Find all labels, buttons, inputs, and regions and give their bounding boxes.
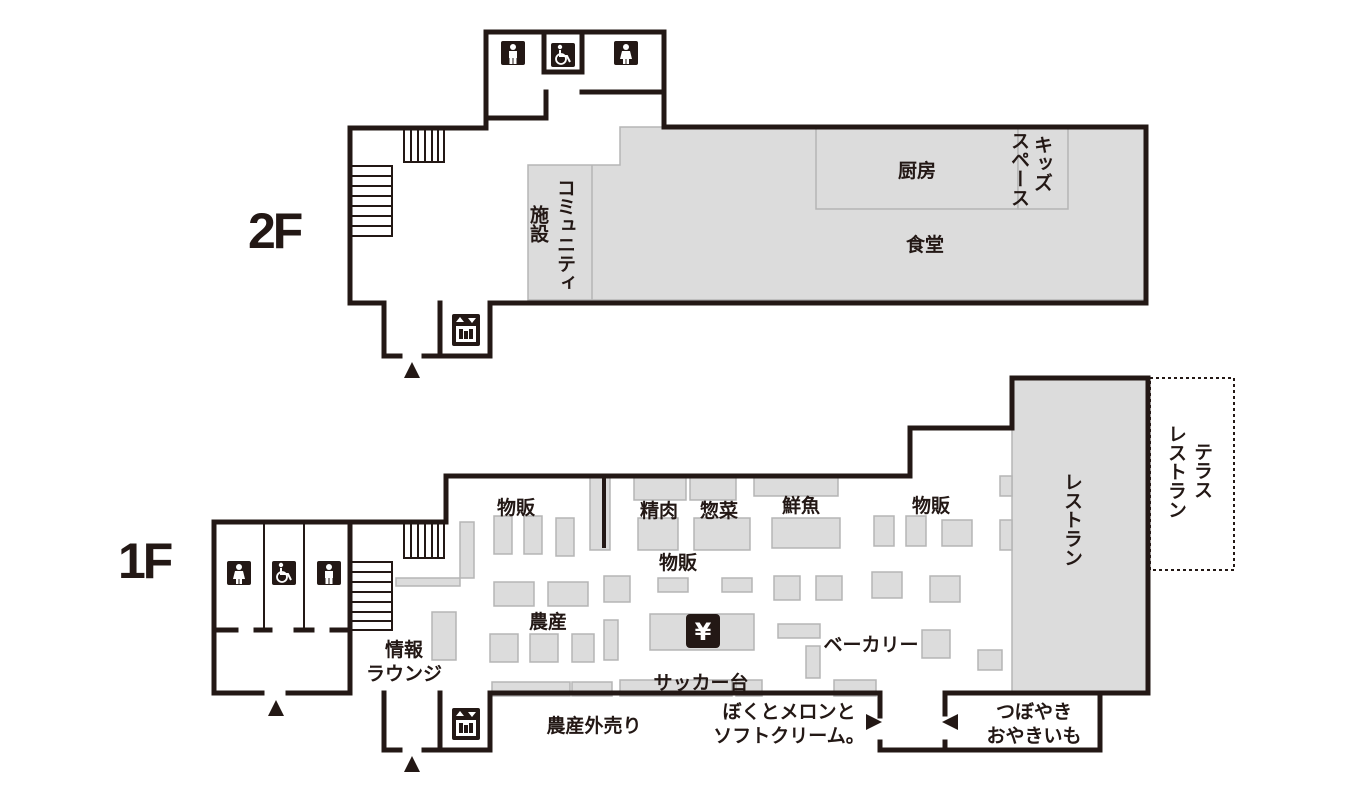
terrace-label-1: テラス xyxy=(1191,442,1213,499)
melon-shop-label-1: ぼくとメロンと xyxy=(722,701,855,723)
meat-label: 精肉 xyxy=(640,499,678,522)
cashier-label: ¥ xyxy=(695,618,712,646)
restaurant-area xyxy=(1011,377,1149,694)
entrance-arrow-icon xyxy=(404,362,420,378)
info-lounge-label-1: 情報 xyxy=(385,638,424,661)
community-label-1: コミュニティ xyxy=(554,178,576,292)
entrance-arrow-icon xyxy=(268,700,284,716)
accessible-restroom-icon xyxy=(550,42,576,68)
farm-outside-label: 農産外売り xyxy=(546,714,641,737)
female-restroom-icon xyxy=(227,561,251,585)
bakery-label: ベーカリー xyxy=(823,634,918,656)
sweet-potato-label-2: おやきいも xyxy=(986,725,1081,747)
community-label-2: 施設 xyxy=(527,204,549,244)
kitchen-area xyxy=(815,126,1019,210)
kitchen-label: 厨房 xyxy=(898,159,936,182)
floor-2f: 2F 施設 xyxy=(248,29,1149,378)
packing-table-label: サッカー台 xyxy=(653,671,748,694)
kids-label-1: キッズ xyxy=(1031,135,1053,192)
cashier-icon xyxy=(686,614,720,648)
fish-label: 鮮魚 xyxy=(782,494,820,517)
goods-right-label: 物販 xyxy=(912,494,951,517)
entrance-arrow-icon xyxy=(404,756,420,772)
floor-label-2f: 2F xyxy=(248,203,302,259)
floor-1f: 1F xyxy=(118,375,1235,772)
melon-shop-label-2: ソフトクリーム。 xyxy=(713,725,864,747)
kids-space-area xyxy=(1017,126,1069,210)
restaurant-label: レストラン xyxy=(1061,472,1083,567)
elevator-icon xyxy=(452,314,480,346)
floor-label-1f: 1F xyxy=(118,533,172,589)
female-restroom-icon xyxy=(614,41,638,65)
entrance-arrow-icon xyxy=(866,714,882,730)
info-lounge-label-2: ラウンジ xyxy=(366,663,442,685)
goods-center-label: 物販 xyxy=(659,551,698,574)
entrance-arrow-icon xyxy=(942,714,958,730)
male-restroom-icon xyxy=(317,561,341,585)
male-restroom-icon xyxy=(501,41,525,65)
accessible-restroom-icon xyxy=(271,560,297,586)
deli-label: 惣菜 xyxy=(700,499,738,522)
goods-left-label: 物販 xyxy=(497,496,536,519)
terrace-label-2: レストラン xyxy=(1165,424,1187,519)
farm-label: 農産 xyxy=(529,610,567,633)
kids-label-2: スペース xyxy=(1008,131,1030,207)
elevator-icon xyxy=(452,708,480,740)
sweet-potato-label-1: つぼやき xyxy=(996,701,1072,723)
dining-label: 食堂 xyxy=(906,233,944,256)
